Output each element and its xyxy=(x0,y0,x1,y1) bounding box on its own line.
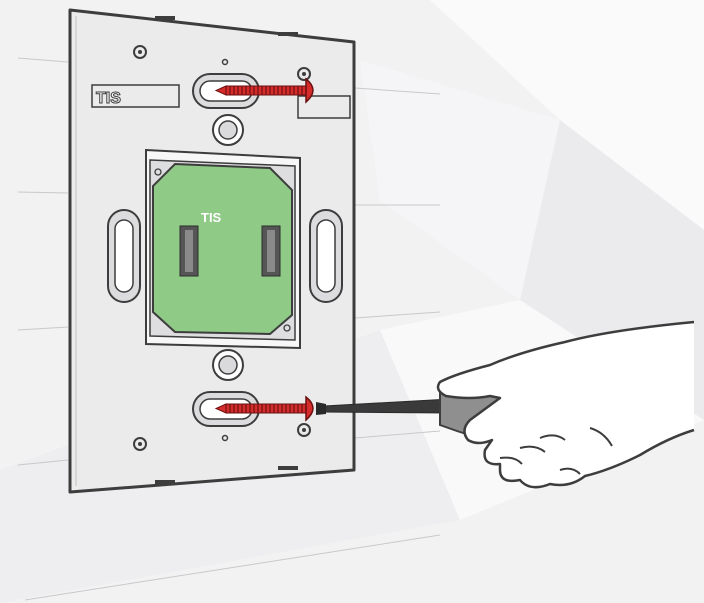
module-brand-logo: TIS xyxy=(201,210,222,225)
module-pcb xyxy=(153,164,292,334)
plate-brand-logo: TIS xyxy=(96,90,121,107)
